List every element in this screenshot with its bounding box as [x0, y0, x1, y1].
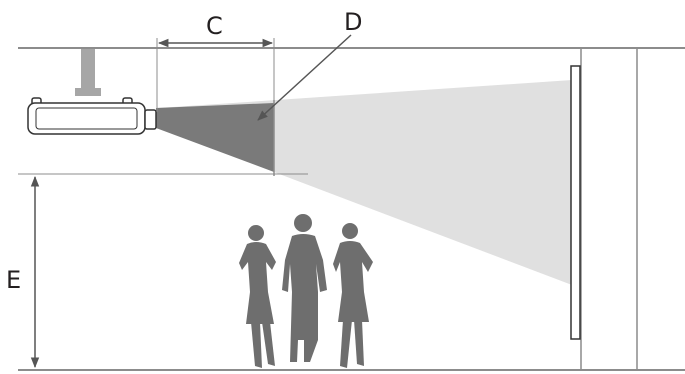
label-c: C	[206, 12, 223, 40]
projector-icon	[27, 97, 157, 135]
label-d-leader	[257, 34, 352, 121]
label-d: D	[344, 8, 362, 36]
mount-base	[75, 88, 101, 96]
person-icon	[239, 214, 373, 368]
label-e: E	[6, 266, 21, 294]
projection-cone-dark	[156, 103, 274, 172]
ceiling-mount	[81, 49, 95, 91]
screen-icon	[570, 65, 581, 340]
